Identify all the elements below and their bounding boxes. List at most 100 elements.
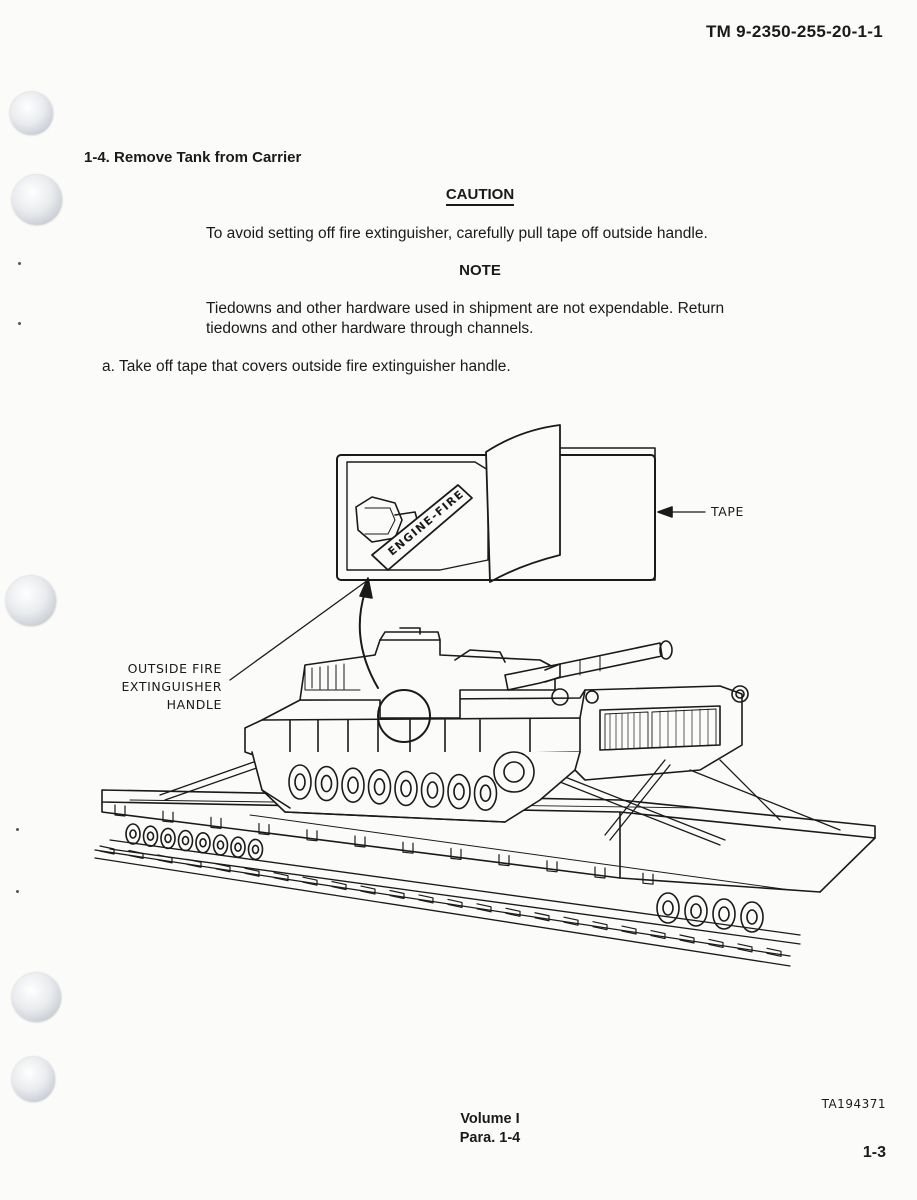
rail-tie	[737, 943, 753, 953]
section-title: 1-4. Remove Tank from Carrier	[84, 149, 302, 166]
stake-pocket	[354, 835, 366, 848]
road-wheel	[288, 764, 312, 800]
railcar-wheel	[740, 901, 764, 933]
railcar-wheel	[177, 829, 194, 852]
road-wheel-hub	[373, 777, 386, 796]
road-wheel-hub	[320, 774, 333, 793]
rail-tie	[302, 876, 318, 886]
railcar-wheel	[160, 827, 176, 850]
stake-pocket	[498, 854, 510, 867]
tiedown-chains	[159, 757, 841, 846]
rail-tie	[476, 903, 492, 913]
railcar-wheel-hub	[146, 831, 155, 842]
rail-tie	[99, 845, 115, 855]
handle-leader-line	[229, 579, 369, 681]
road-wheel-hub	[294, 773, 306, 791]
rail-tie	[592, 921, 608, 931]
railcar-wheel-hub	[129, 829, 137, 839]
stake-pocket	[162, 810, 174, 823]
footer-volume: Volume I Para. 1-4	[0, 1110, 917, 1148]
railcar-wheel-hub	[181, 835, 190, 846]
stake-pocket	[402, 841, 414, 854]
binder-hole	[10, 92, 53, 135]
handle-label-line-2: EXTINGUISHER	[121, 679, 222, 694]
road-wheel-hub	[479, 784, 492, 803]
road-wheel	[314, 765, 339, 802]
railcar-wheel	[142, 825, 159, 848]
rail-tie	[679, 934, 695, 944]
rail-tie	[650, 929, 666, 940]
para-label: Para. 1-4	[459, 1130, 521, 1146]
stake-pocket	[594, 866, 606, 879]
stake-pocket	[114, 804, 126, 817]
railcar-wheel	[212, 834, 229, 856]
railcar-wheel-hub	[251, 844, 260, 855]
stake-pocket	[546, 860, 558, 873]
railcar-wheel	[656, 892, 680, 924]
rail-tie	[128, 849, 144, 860]
rail-tie	[215, 863, 231, 873]
caution-heading: CAUTION	[0, 186, 917, 206]
handle-label-line-1: OUTSIDE FIRE	[128, 661, 222, 676]
tank-hull	[244, 685, 749, 823]
stake-pocket	[306, 829, 318, 842]
figure-id: TA194371	[821, 1097, 886, 1111]
caution-text: To avoid setting off fire extinguisher, …	[206, 225, 708, 242]
rail-tie	[505, 907, 521, 917]
note-text: Tiedowns and other hardware used in ship…	[206, 300, 725, 337]
binder-hole	[12, 973, 61, 1022]
railcar-wheel-hub	[216, 840, 225, 850]
binder-hole	[6, 576, 56, 626]
rail-tie	[331, 881, 347, 891]
rail-tie	[766, 947, 782, 957]
stake-pocket	[210, 816, 222, 829]
detail-arrow	[358, 591, 379, 689]
paper-speck	[16, 890, 19, 893]
detail-inset	[336, 424, 656, 583]
railcar-wheel	[125, 823, 141, 845]
stake-pocket	[450, 847, 462, 860]
page-number: 1-3	[862, 1144, 886, 1161]
drive-sprocket	[493, 751, 535, 793]
handle-location-circle	[377, 689, 431, 743]
railcar-wheel-hub	[662, 900, 674, 916]
road-wheel-hub	[453, 782, 465, 801]
road-wheel	[341, 767, 365, 804]
rail-tie	[360, 885, 376, 895]
road-wheel	[473, 775, 498, 812]
rail-tie	[621, 925, 637, 935]
tank-on-railcar-illustration: ENGINE-FIRE TAPE OUTSIDE FIRE EXTINGUISH…	[94, 424, 876, 967]
rail-tie	[389, 889, 405, 900]
rail-tie	[563, 916, 579, 926]
road-wheel	[367, 768, 392, 805]
volume-label: Volume I	[460, 1111, 520, 1127]
railcar-wheel-hub	[164, 833, 172, 844]
binder-hole	[12, 1057, 55, 1102]
road-wheel-hub	[400, 779, 412, 798]
paper-speck	[18, 262, 21, 265]
tm-number: TM 9-2350-255-20-1-1	[705, 22, 883, 41]
railcar-wheel-hub	[718, 906, 730, 922]
paper-speck	[16, 828, 19, 831]
gun-barrel	[504, 640, 673, 691]
railcar-wheel-hub	[746, 909, 758, 925]
step-a: a. Take off tape that covers outside fir…	[102, 358, 511, 375]
handle-label-line-3: HANDLE	[167, 697, 222, 712]
railcar-wheel-hub	[234, 842, 242, 853]
rail-tie	[534, 912, 550, 922]
tape-label: TAPE	[710, 504, 744, 519]
railcar-wheel	[684, 895, 708, 927]
rail-tie	[708, 938, 724, 949]
road-wheel-hub	[426, 781, 439, 799]
stake-pocket	[258, 823, 270, 836]
rail-tie	[244, 867, 260, 877]
paper-speck	[18, 322, 21, 325]
rail-tie	[447, 898, 463, 908]
note-heading: NOTE	[459, 262, 501, 279]
binder-hole	[12, 175, 62, 225]
road-wheel	[394, 770, 418, 807]
road-wheel	[447, 773, 471, 810]
railcar-wheel-hub	[199, 837, 207, 848]
railcar-wheel	[230, 836, 246, 859]
tank-turret	[299, 627, 569, 719]
